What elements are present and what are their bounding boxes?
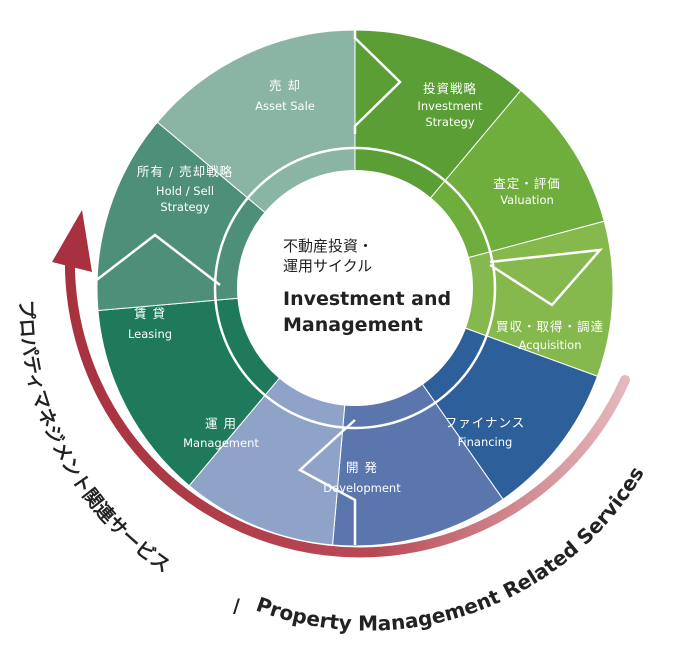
- label-leasing-en: Leasing: [128, 327, 172, 341]
- label-acquisition-jp: 買収・取得・調達: [496, 319, 604, 334]
- center-jp-line2: 運用サイクル: [283, 257, 372, 275]
- center-en-line1: Investment and: [283, 288, 451, 310]
- label-hold-sell-en-2: Strategy: [160, 200, 209, 214]
- arrow-top: [353, 30, 402, 134]
- arrow-left: [89, 233, 221, 286]
- label-hold-sell-jp: 所有 / 売却戦略: [137, 164, 233, 179]
- label-management-jp: 運 用: [205, 416, 237, 431]
- center-en-line2: Management: [283, 314, 423, 336]
- outer-service-arc: [64, 250, 630, 558]
- label-investment-strategy-en-2: Strategy: [425, 115, 474, 129]
- label-investment-strategy-en-1: Investment: [417, 99, 483, 113]
- segment-labels: 投資戦略 Investment Strategy 査定・評価 Valuation…: [128, 78, 604, 495]
- outer-arc-arrowhead: [52, 210, 92, 272]
- center-disc: [237, 170, 473, 406]
- label-asset-sale-jp: 売 却: [269, 78, 301, 93]
- label-leasing-jp: 賃 貸: [134, 306, 166, 321]
- center-jp-line1: 不動産投資・: [283, 237, 373, 255]
- label-asset-sale-en: Asset Sale: [255, 99, 315, 113]
- label-hold-sell-en-1: Hold / Sell: [156, 184, 214, 198]
- label-acquisition-en: Acquisition: [519, 338, 582, 352]
- label-valuation-jp: 査定・評価: [493, 176, 561, 191]
- arrow-bottom: [297, 419, 357, 545]
- label-investment-strategy-jp: 投資戦略: [423, 81, 477, 96]
- label-development-jp: 開 発: [346, 460, 378, 475]
- center-title: 不動産投資・ 運用サイクル Investment and Management: [283, 237, 451, 336]
- flow-arrows: [89, 30, 604, 545]
- outer-arc-separator: /: [233, 595, 240, 617]
- label-financing-jp: ファイナンス: [445, 415, 526, 430]
- label-development-en: Development: [323, 481, 401, 495]
- inner-ring: [213, 146, 497, 430]
- label-valuation-en: Valuation: [500, 193, 554, 207]
- label-management-en: Management: [183, 436, 259, 450]
- segment-acquisition: [353, 220, 614, 377]
- arrow-right: [489, 248, 604, 307]
- label-financing-en: Financing: [458, 435, 513, 449]
